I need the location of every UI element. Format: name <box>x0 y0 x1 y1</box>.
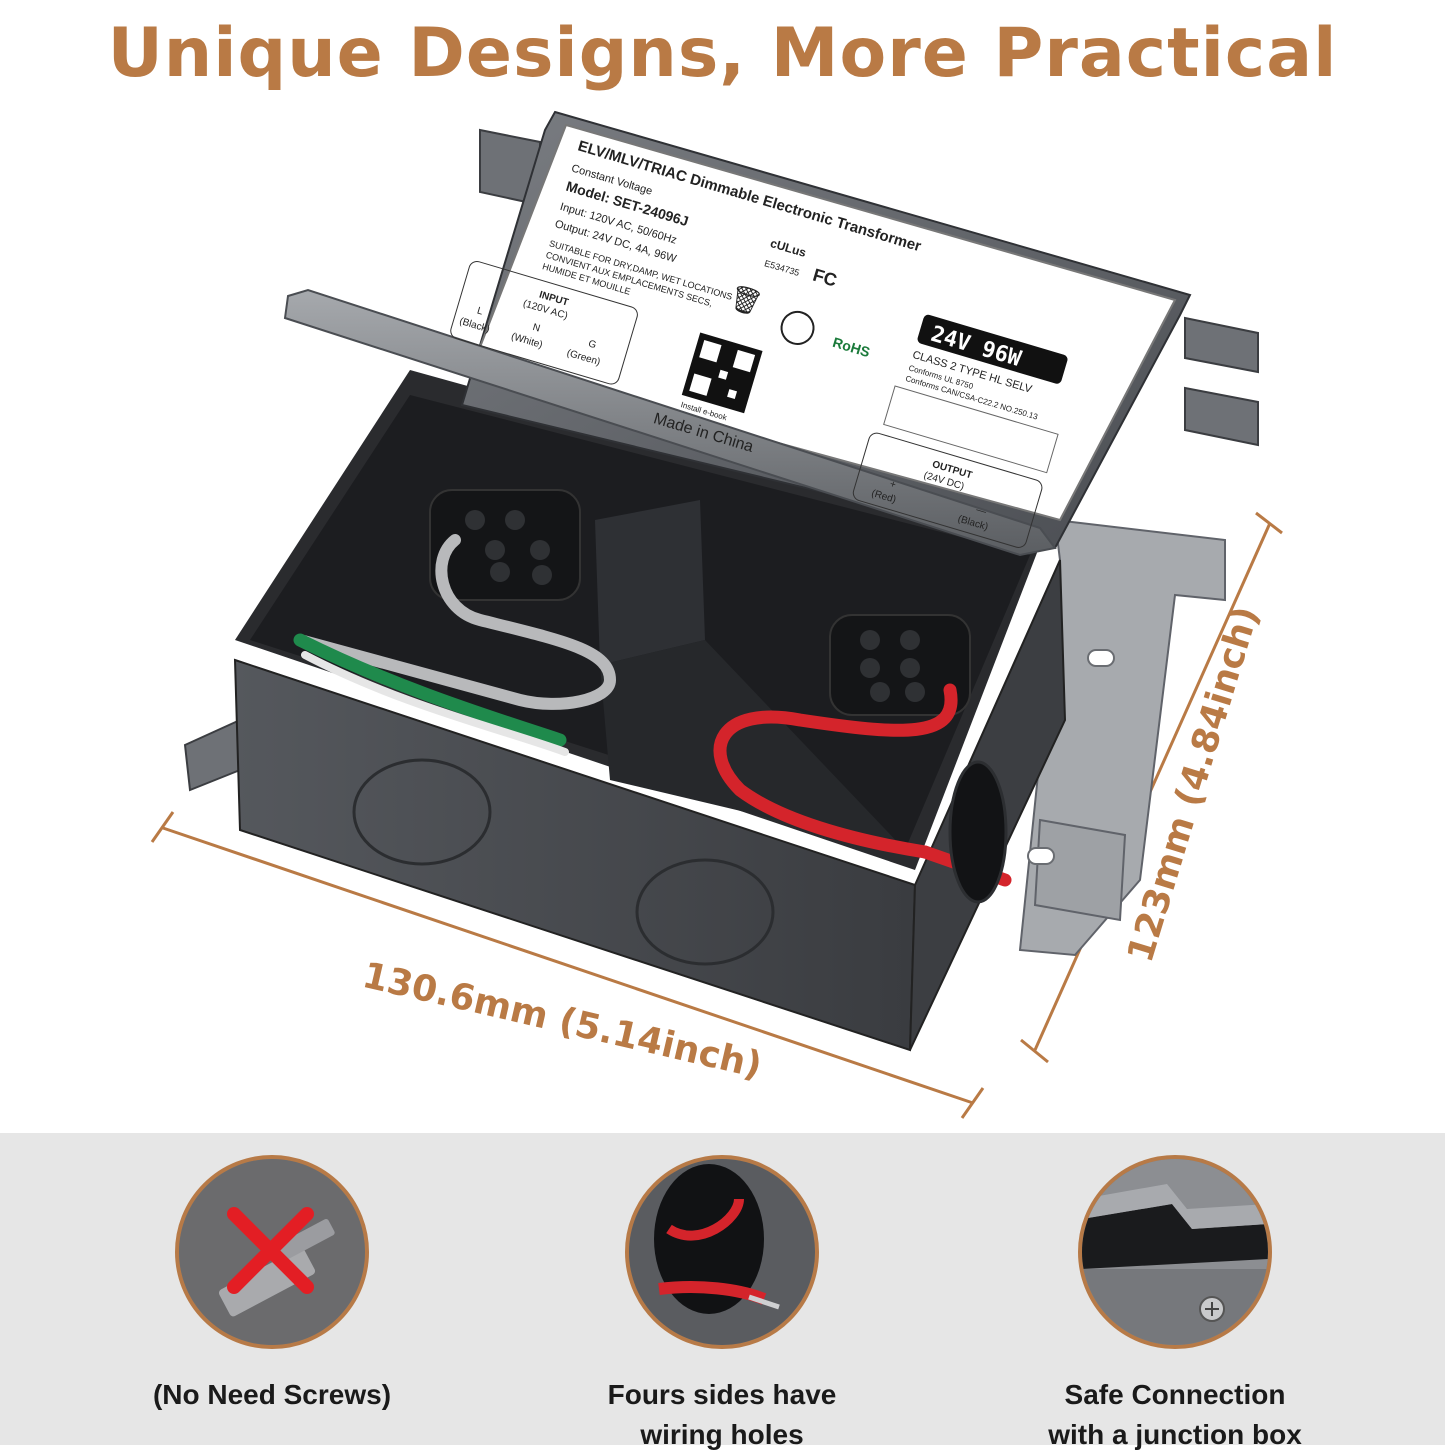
wiring-hole-icon <box>625 1155 819 1349</box>
spec-label-plate <box>473 123 1177 522</box>
feature-no-screws: (No Need Screws) <box>107 1155 437 1415</box>
transformer-product-illustration: ELV/MLV/TRIAC Dimmable Electronic Transf… <box>150 110 1283 1119</box>
input-terminal-block <box>429 489 581 601</box>
feature-wiring-holes: Fours sides have wiring holes <box>557 1155 887 1455</box>
input-wires <box>293 534 617 756</box>
svg-text:G: G <box>587 338 598 351</box>
svg-text:+: + <box>888 479 897 491</box>
knockout-circle <box>352 758 492 866</box>
output-terminal-block <box>829 614 971 716</box>
features-band: (No Need Screws) Fours sides have wiring… <box>0 1133 1445 1450</box>
junction-box-icon <box>1078 1155 1272 1349</box>
svg-text:(Black): (Black) <box>458 316 491 335</box>
wiring-hole <box>948 760 1008 904</box>
feature-junction-box: Safe Connection with a junction box <box>1010 1155 1340 1455</box>
width-dimension-line <box>150 811 985 1119</box>
feature-caption-line: Fours sides have <box>607 1379 837 1410</box>
height-dimension-line <box>1020 511 1283 1064</box>
feature-caption-line: Safe Connection <box>1064 1379 1286 1410</box>
lid-rail <box>283 288 1057 557</box>
qr-code <box>681 332 763 414</box>
knockout-circle <box>635 858 775 966</box>
svg-text:—: — <box>975 504 988 517</box>
feature-caption-line: with a junction box <box>1048 1419 1302 1450</box>
svg-text:N: N <box>531 322 541 335</box>
feature-caption-line: wiring holes <box>640 1419 804 1450</box>
svg-text:L: L <box>476 306 485 318</box>
approval-mark-icon <box>780 310 815 345</box>
headline: Unique Designs, More Practical <box>107 14 1338 93</box>
feature-caption-line: (No Need Screws) <box>152 1379 392 1410</box>
caution-box <box>883 385 1059 474</box>
no-screws-icon <box>175 1155 369 1349</box>
